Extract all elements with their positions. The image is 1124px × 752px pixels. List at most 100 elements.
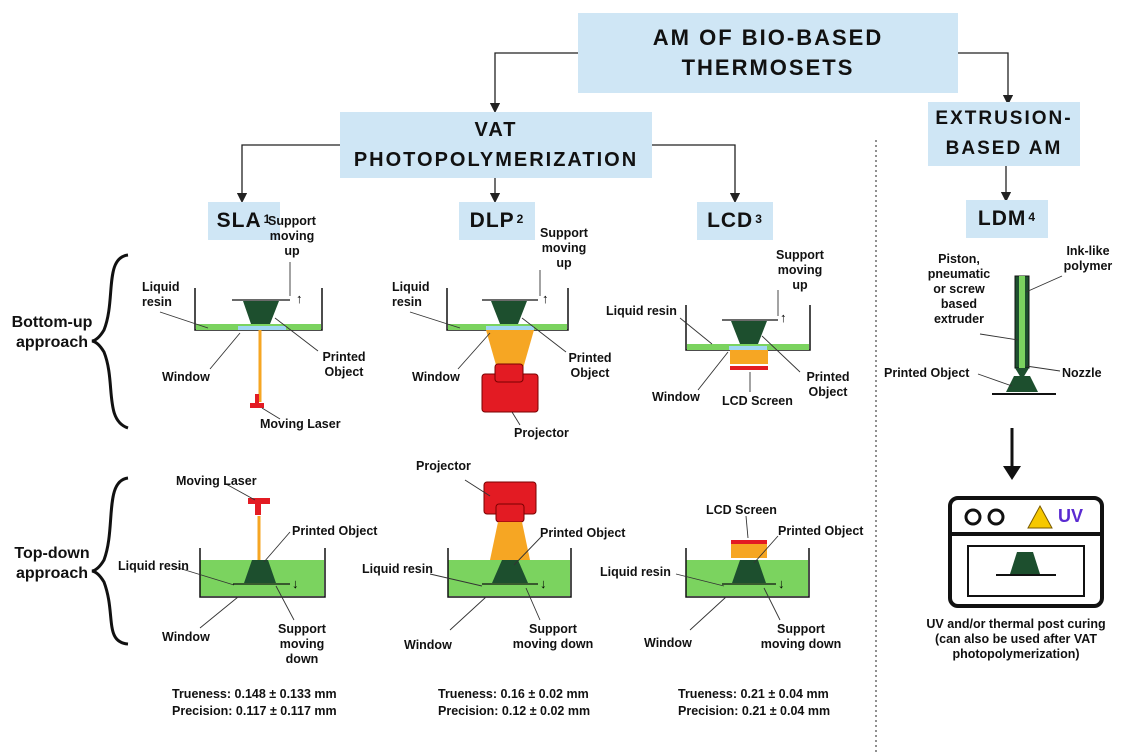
sla-td-liquid-resin: Liquid resin (118, 559, 189, 573)
top-down-line2: approach (15, 565, 88, 582)
lcd-bu-printed-object: Printed Object (798, 370, 858, 400)
dlp-bu-liquid-resin-l2: resin (392, 295, 422, 309)
vat-line1: VAT (474, 119, 518, 141)
bottom-up-label: Bottom-up approach (2, 313, 102, 353)
dlp-stats: Trueness: 0.16 ± 0.02 mm Precision: 0.12… (438, 686, 590, 720)
sla-name: SLA (216, 209, 262, 232)
svg-text:↑: ↑ (780, 310, 787, 325)
ldm-ink-l2: polymer (1063, 259, 1113, 273)
top-down-label: Top-down approach (2, 544, 102, 584)
sla-bu-liquid-resin-l2: resin (142, 295, 172, 309)
ldm-name: LDM (977, 207, 1027, 230)
ldm-piston-label: Piston, pneumatic or screw based extrude… (916, 252, 1002, 327)
lcd-bu-window: Window (652, 390, 700, 404)
post-curing-l2: (can also be used after VAT (934, 632, 1098, 646)
lcd-trueness: Trueness: 0.21 ± 0.04 mm (678, 687, 829, 701)
dlp-bu-printed-l1: Printed (568, 351, 612, 365)
sla-td-support-l1: Support (278, 622, 326, 636)
dlp-bu-printed-object: Printed Object (560, 351, 620, 381)
dlp-bu-window: Window (412, 370, 460, 384)
dlp-bu-projector: Projector (514, 426, 569, 440)
dlp-trueness: Trueness: 0.16 ± 0.02 mm (438, 687, 589, 701)
lcd-td-window: Window (644, 636, 692, 650)
dlp-bu-liquid-resin: Liquid resin (392, 280, 430, 310)
sla-stats: Trueness: 0.148 ± 0.133 mm Precision: 0.… (172, 686, 337, 720)
sla-ref: 1 (263, 212, 272, 226)
dlp-bu-printed-l2: Object (570, 366, 610, 380)
post-curing-l3: photopolymerization) (952, 647, 1080, 661)
sla-bottom-up-setup: ↑ (159, 262, 323, 420)
ldm-extruder-setup (977, 275, 1063, 480)
dlp-td-liquid-resin: Liquid resin (362, 562, 433, 576)
sla-td-printed-object: Printed Object (292, 524, 378, 538)
sla-bu-printed-object: Printed Object (314, 350, 374, 380)
post-curing-caption: UV and/or thermal post curing (can also … (914, 617, 1118, 662)
root-title-box: AM OF BIO-BASED THERMOSETS (578, 13, 958, 93)
root-title-line1: AM OF BIO-BASED (652, 25, 884, 50)
dlp-bu-support-l2: moving (541, 241, 587, 255)
brace-bottom-up (91, 253, 129, 430)
svg-text:↑: ↑ (296, 291, 303, 306)
lcd-bu-printed-l1: Printed (806, 370, 850, 384)
sla-bu-window: Window (162, 370, 210, 384)
lcd-td-support: Support moving down (756, 622, 846, 652)
vat-box: VAT PHOTOPOLYMERIZATION (340, 112, 652, 178)
sla-top-down-setup: ↓ (171, 483, 326, 629)
dlp-td-support-l2: moving down (512, 637, 594, 651)
lcd-td-support-l2: moving down (760, 637, 842, 651)
dlp-td-window: Window (404, 638, 452, 652)
brace-top-down (91, 476, 129, 646)
lcd-bu-support-l1: Support (776, 248, 824, 262)
dlp-bu-support-l3: up (556, 256, 572, 270)
lcd-td-lcd-screen: LCD Screen (706, 503, 777, 517)
dlp-name: DLP (469, 209, 515, 232)
ldm-nozzle: Nozzle (1062, 366, 1102, 380)
sla-td-moving-laser: Moving Laser (176, 474, 257, 488)
dlp-td-support-l1: Support (529, 622, 577, 636)
dlp-bu-liquid-resin-l1: Liquid (392, 280, 430, 294)
svg-text:↓: ↓ (778, 576, 785, 591)
ldm-piston-l5: extruder (933, 312, 985, 326)
root-title-line2: THERMOSETS (681, 55, 855, 80)
ldm-printed-object: Printed Object (884, 366, 970, 380)
dlp-precision: Precision: 0.12 ± 0.02 mm (438, 704, 591, 718)
lcd-td-printed-object: Printed Object (778, 524, 864, 538)
lcd-td-liquid-resin: Liquid resin (600, 565, 671, 579)
sla-precision: Precision: 0.117 ± 0.117 mm (172, 704, 337, 718)
dlp-ref: 2 (516, 212, 525, 226)
lcd-name: LCD (707, 209, 754, 232)
lcd-bu-liquid-resin: Liquid resin (606, 304, 677, 318)
sla-bu-moving-laser: Moving Laser (260, 417, 341, 431)
lcd-bu-printed-l2: Object (808, 385, 848, 399)
sla-trueness: Trueness: 0.148 ± 0.133 mm (172, 687, 337, 701)
lcd-precision: Precision: 0.21 ± 0.04 mm (678, 704, 831, 718)
svg-text:↓: ↓ (292, 576, 299, 591)
dlp-top-down-setup: ↓ (429, 479, 572, 631)
sla-bu-printed-l1: Printed (322, 350, 366, 364)
uv-label: UV (1058, 506, 1084, 526)
sla-bu-support-l1: Support (268, 214, 316, 228)
sla-bu-printed-l2: Object (324, 365, 364, 379)
sla-bu-support-l2: moving (269, 229, 315, 243)
lcd-bu-support-l2: moving (777, 263, 823, 277)
sla-bu-support: Support moving up (262, 214, 322, 259)
sla-td-support: Support moving down (262, 622, 342, 667)
ldm-piston-l1: Piston, (938, 252, 980, 266)
lcd-bottom-up-setup: ↑ (679, 290, 811, 392)
vat-line2: PHOTOPOLYMERIZATION (353, 149, 639, 171)
top-down-line1: Top-down (14, 545, 90, 562)
dlp-bottom-up-setup: ↑ (409, 270, 569, 426)
lcd-bu-support-l3: up (792, 278, 808, 292)
dlp-td-support: Support moving down (508, 622, 598, 652)
ldm-piston-l2: pneumatic (927, 267, 991, 281)
extrusion-line1: EXTRUSION- (935, 108, 1073, 129)
dlp-bu-support: Support moving up (534, 226, 594, 271)
ldm-piston-l3: or screw (933, 282, 985, 296)
lcd-bu-lcd-screen: LCD Screen (722, 394, 793, 408)
bottom-up-line2: approach (15, 334, 88, 351)
ldm-ink-label: Ink-like polymer (1056, 244, 1120, 274)
sla-bu-liquid-resin-l1: Liquid (142, 280, 180, 294)
